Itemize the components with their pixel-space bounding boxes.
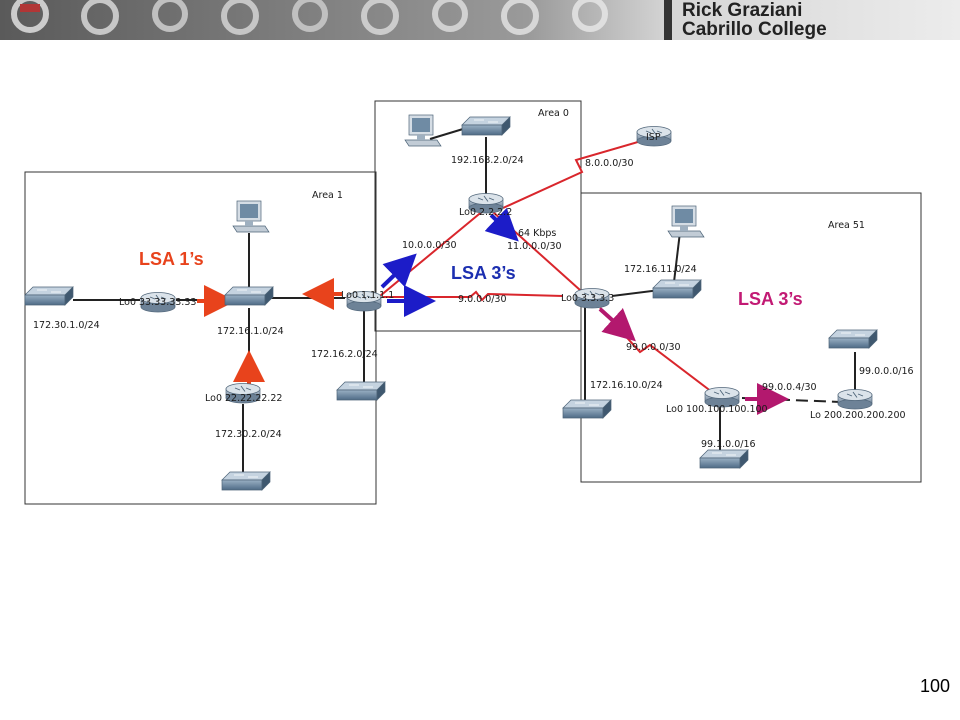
switch-172-16-11[interactable] xyxy=(652,279,702,299)
label-172-16-1: 172.16.1.0/24 xyxy=(217,326,284,337)
label-isp: ISP xyxy=(646,132,661,143)
device-labels: Lo0 33.33.33.33 172.30.1.0/24 172.16.1.0… xyxy=(33,132,914,450)
label-r22: Lo0 22.22.22.22 xyxy=(205,393,282,404)
link-r1-r2 xyxy=(379,209,485,297)
page-number: 100 xyxy=(919,676,950,696)
lsa3-arrow-r2-r3 xyxy=(484,207,519,242)
pc-area1[interactable] xyxy=(232,200,270,233)
switch-99-0[interactable] xyxy=(828,329,878,349)
label-172-30-1: 172.30.1.0/24 xyxy=(33,320,100,331)
label-64kbps: 64 Kbps xyxy=(518,228,556,239)
label-r2: Lo0 2.2.2.2 xyxy=(459,207,512,218)
label-8-0-0-0: 8.0.0.0/30 xyxy=(585,158,634,169)
switch-99-1[interactable] xyxy=(699,449,749,469)
link-pc-sw192 xyxy=(429,128,464,140)
area0-label: Area 0 xyxy=(538,108,569,119)
label-r33: Lo0 33.33.33.33 xyxy=(119,297,196,308)
label-99-0-0-0-30: 99.0.0.0/30 xyxy=(626,342,681,353)
label-r1: Lo0 1.1.1.1 xyxy=(341,290,394,301)
banner-cable-graphic xyxy=(11,0,608,35)
lsa3-area0-title: LSA 3’s xyxy=(451,263,516,283)
switch-172-30-2[interactable] xyxy=(221,471,271,491)
switch-172-16-2[interactable] xyxy=(336,381,386,401)
lsa3-area51-title: LSA 3’s xyxy=(738,289,803,309)
label-99-0-0-4: 99.0.0.4/30 xyxy=(762,382,817,393)
banner-institution: Cabrillo College xyxy=(682,19,827,40)
label-172-30-2: 172.30.2.0/24 xyxy=(215,429,282,440)
label-172-16-11: 172.16.11.0/24 xyxy=(624,264,697,275)
label-10-0-0-0: 10.0.0.0/30 xyxy=(402,240,457,251)
label-172-16-10: 172.16.10.0/24 xyxy=(590,380,663,391)
switch-172-16-1[interactable] xyxy=(224,286,274,306)
pc-area0[interactable] xyxy=(404,114,442,147)
label-11-0-0-0: 11.0.0.0/30 xyxy=(507,241,562,252)
link-r2-isp xyxy=(502,136,656,209)
label-192-168-2: 192.168.2.0/24 xyxy=(451,155,524,166)
label-r200: Lo 200.200.200.200 xyxy=(810,410,906,421)
header-banner: Rick Graziani Cabrillo College xyxy=(0,0,960,40)
switch-172-30-1[interactable] xyxy=(24,286,74,306)
area1-label: Area 1 xyxy=(312,190,343,201)
lsa-arrows xyxy=(197,207,789,415)
switch-192-168-2[interactable] xyxy=(461,116,511,136)
label-99-0-0-0-16: 99.0.0.0/16 xyxy=(859,366,914,377)
banner-author: Rick Graziani xyxy=(682,0,802,21)
label-9-0-0-0: 9.0.0.0/30 xyxy=(458,294,507,305)
label-99-1-0-0: 99.1.0.0/16 xyxy=(701,439,756,450)
lsa3-arrow-r1-r2 xyxy=(380,253,417,289)
area1-boundary xyxy=(24,171,377,505)
lsa1-title: LSA 1’s xyxy=(139,249,204,269)
link-pc-sw11 xyxy=(673,231,681,283)
label-172-16-2: 172.16.2.0/24 xyxy=(311,349,378,360)
link-r100-r200 xyxy=(741,397,841,403)
label-r3: Lo0 3.3.3.3 xyxy=(561,293,614,304)
switch-172-16-10[interactable] xyxy=(562,399,612,419)
label-r100: Lo0 100.100.100.100 xyxy=(666,404,768,415)
link-r3-sw11 xyxy=(611,289,661,297)
area51-label: Area 51 xyxy=(828,220,865,231)
link-r1-r3 xyxy=(383,290,564,302)
lsa3-arrow-r3-r100 xyxy=(598,307,636,342)
router-200-200-200-200[interactable] xyxy=(837,389,873,410)
